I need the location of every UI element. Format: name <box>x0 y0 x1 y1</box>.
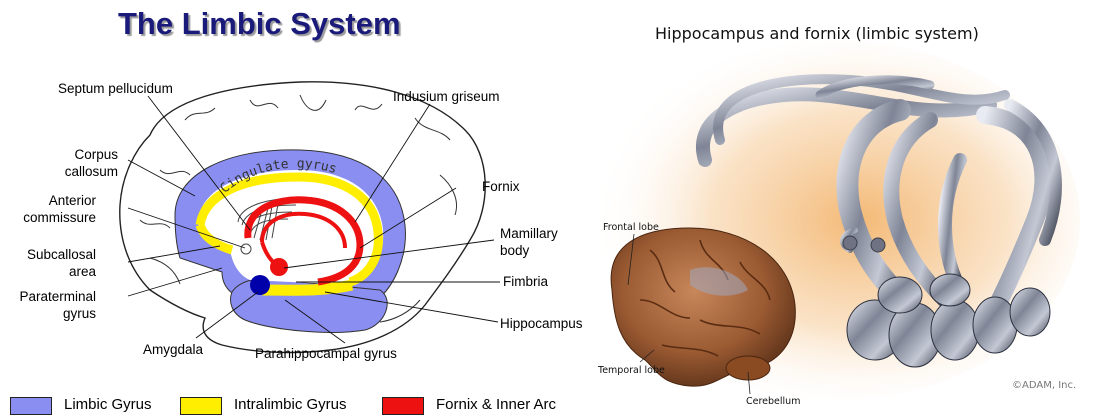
legend-label-limbic: Limbic Gyrus <box>64 396 152 413</box>
label-temporal-lobe: Temporal lobe <box>598 365 665 376</box>
label-cerebellum: Cerebellum <box>746 396 800 407</box>
legend-label-intralimbic: Intralimbic Gyrus <box>234 396 347 413</box>
label-anterior-commissure: Anterior commissure <box>10 192 96 226</box>
label-amygdala: Amygdala <box>143 341 203 358</box>
legend-label-fornix: Fornix & Inner Arc <box>436 396 556 413</box>
label-frontal-lobe: Frontal lobe <box>603 222 659 233</box>
label-corpus-callosum: Corpus callosum <box>40 146 118 180</box>
legend-swatch-limbic <box>10 397 52 415</box>
label-septum-pellucidum: Septum pellucidum <box>58 80 173 97</box>
label-fornix: Fornix <box>482 178 520 195</box>
label-hippocampus: Hippocampus <box>500 315 583 332</box>
amygdala-node <box>250 275 270 295</box>
label-paraterminal-gyrus: Paraterminal gyrus <box>10 288 96 322</box>
anterior-commissure-node <box>241 244 251 254</box>
label-mamillary-body: Mamillary body <box>500 225 558 259</box>
label-fimbria: Fimbria <box>503 273 548 290</box>
label-subcallosal-area: Subcallosal area <box>10 246 96 280</box>
mamillary-body-node <box>270 258 288 276</box>
label-parahippocampal-gyrus: Parahippocampal gyrus <box>255 345 397 362</box>
legend-swatch-intralimbic <box>180 397 222 415</box>
label-indusium-griseum: Indusium griseum <box>393 88 500 105</box>
copyright-notice: ©ADAM, Inc. <box>1012 380 1076 391</box>
legend-swatch-fornix <box>382 397 424 415</box>
